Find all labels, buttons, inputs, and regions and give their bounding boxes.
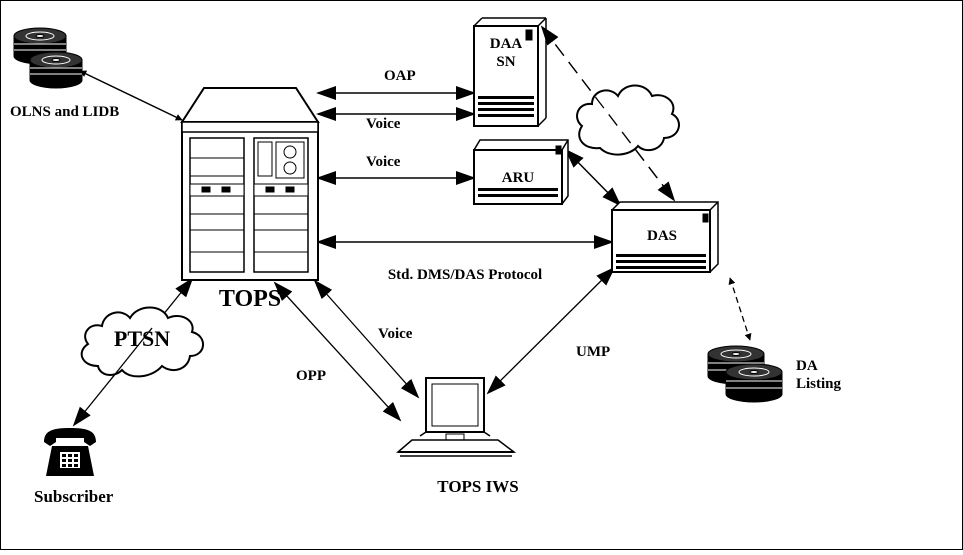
- link-opp: [273, 281, 402, 422]
- ptsn-cloud-icon: [80, 306, 204, 378]
- protocol-label: Std. DMS/DAS Protocol: [388, 267, 542, 283]
- workstation-icon: [395, 377, 517, 457]
- da-label: DA: [796, 358, 818, 374]
- ptsn-label: PTSN: [114, 326, 170, 351]
- da-listing-database-icon: [707, 345, 783, 403]
- aru-label: ARU: [502, 170, 535, 186]
- telephone-icon: [44, 428, 96, 476]
- link-olns-tops: [79, 70, 183, 121]
- tops-label: TOPS: [219, 286, 281, 312]
- das-label: DAS: [647, 228, 677, 244]
- tops-switch-icon: [180, 87, 320, 281]
- voice-iws-label: Voice: [378, 326, 413, 342]
- link-ump: [486, 266, 616, 395]
- listing-label: Listing: [796, 376, 842, 392]
- ump-label: UMP: [576, 344, 610, 360]
- connections: [72, 25, 752, 427]
- oap-label: OAP: [384, 68, 416, 84]
- link-through-ptsn: [111, 327, 153, 379]
- voice-aru-label: Voice: [366, 154, 401, 170]
- sn-label: SN: [496, 54, 515, 70]
- olns-lidb-label: OLNS and LIDB: [10, 104, 119, 120]
- daa-sn-server-icon: [473, 17, 547, 127]
- cloud-icon: [576, 84, 680, 156]
- daa-label: DAA: [490, 36, 523, 52]
- link-das-listing: [728, 277, 752, 341]
- link-aru-das: [564, 148, 622, 207]
- aru-unit-icon: [473, 139, 569, 205]
- das-server-icon: [611, 201, 719, 273]
- olns-lidb-database-icon: [13, 27, 83, 89]
- subscriber-label: Subscriber: [34, 487, 114, 506]
- tops-iws-label: TOPS IWS: [437, 477, 518, 496]
- link-voice-iws: [313, 279, 420, 399]
- opp-label: OPP: [296, 368, 326, 384]
- voice-daa-label: Voice: [366, 116, 401, 132]
- link-daa-das-overlay: [541, 26, 675, 201]
